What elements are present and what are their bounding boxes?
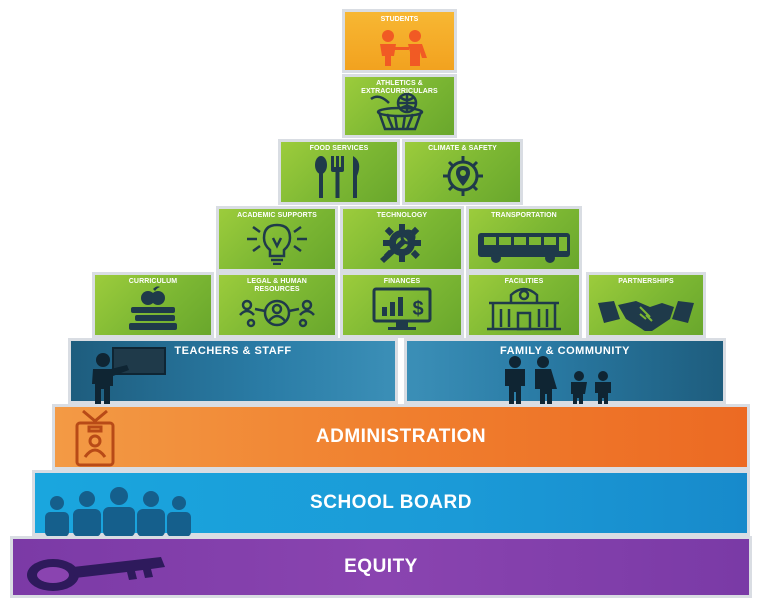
family-community-block: FAMILY & COMMUNITY — [404, 338, 726, 406]
equity-label: EQUITY — [344, 556, 418, 577]
food-services-label: FOOD SERVICES — [309, 145, 369, 152]
teachers-staff-block: TEACHERS & STAFF — [68, 338, 398, 404]
food-services-block: FOOD SERVICES — [278, 139, 400, 205]
transportation-label: TRANSPORTATION — [491, 212, 557, 219]
transportation-block: TRANSPORTATION — [466, 206, 582, 272]
finances-block: FINANCES $ — [340, 272, 464, 338]
facilities-block: FACILITIES — [466, 272, 582, 338]
utensils-icon — [315, 156, 360, 198]
curriculum-label: CURRICULUM — [128, 278, 178, 285]
climate-safety-label: CLIMATE & SAFETY — [428, 145, 497, 152]
students-label: STUDENTS — [380, 16, 419, 23]
academic-supports-block: ACADEMIC SUPPORTS — [216, 206, 338, 272]
gear-wrench-icon — [380, 224, 421, 263]
handshake-icon — [598, 301, 694, 331]
students-block: STUDENTS — [342, 9, 457, 73]
people-network-icon — [239, 299, 315, 328]
partnerships-label: PARTNERSHIPS — [618, 278, 674, 285]
legal-hr-block: LEGAL & HUMAN RESOURCES — [216, 272, 338, 338]
family-icon — [505, 356, 611, 406]
gear-pin-icon — [442, 156, 483, 196]
administration-band: ADMINISTRATION — [52, 404, 750, 470]
academic-supports-label: ACADEMIC SUPPORTS — [237, 212, 317, 219]
climate-safety-block: CLIMATE & SAFETY — [402, 139, 523, 205]
lightbulb-icon — [247, 223, 307, 265]
building-icon — [487, 287, 561, 331]
technology-label: TECHNOLOGY — [376, 212, 428, 219]
key-icon — [27, 557, 165, 591]
students-icon — [380, 30, 427, 66]
teacher-board-icon — [92, 347, 166, 404]
partnerships-block: PARTNERSHIPS — [586, 272, 706, 338]
id-badge-icon — [75, 409, 115, 467]
svg-text:$: $ — [412, 298, 423, 320]
group-icon — [45, 487, 191, 537]
administration-label: ADMINISTRATION — [315, 426, 487, 447]
facilities-label: FACILITIES — [504, 278, 544, 285]
family-community-label: FAMILY & COMMUNITY — [499, 345, 630, 357]
equity-band: EQUITY — [10, 536, 752, 598]
monitor-dollar-icon: $ — [372, 287, 432, 330]
curriculum-block: CURRICULUM — [92, 272, 214, 338]
basketball-basket-icon — [369, 93, 423, 131]
school-board-label: SCHOOL BOARD — [310, 492, 472, 513]
finances-label: FINANCES — [383, 278, 421, 285]
legal-hr-label: LEGAL & HUMAN RESOURCES — [247, 278, 307, 293]
bus-icon — [478, 233, 570, 263]
technology-block: TECHNOLOGY — [340, 206, 464, 272]
athletics-block: ATHLETICS & EXTRACURRICULARS — [342, 74, 457, 138]
apple-books-icon — [129, 286, 177, 330]
teachers-staff-label: TEACHERS & STAFF — [174, 345, 292, 357]
athletics-label: ATHLETICS & EXTRACURRICULARS — [361, 80, 438, 95]
school-board-band: SCHOOL BOARD — [32, 470, 750, 537]
